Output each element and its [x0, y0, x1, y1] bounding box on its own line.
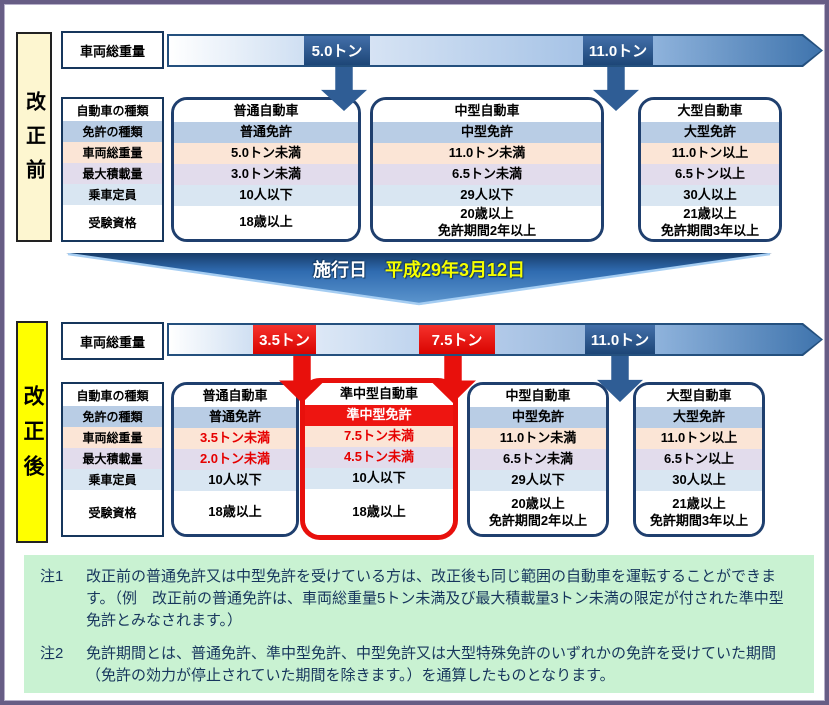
row-header-eligibility: 受験資格	[63, 490, 162, 535]
vehicle-eligibility: 21歳以上 免許期間3年以上	[641, 206, 779, 239]
bar-marker-11t: 11.0トン	[585, 325, 655, 354]
weight-bar-before: 5.0トン 11.0トン	[167, 34, 823, 67]
note-2: 注2 免許期間とは、普通免許、準中型免許、中型免許又は大型特殊免許のいずれかの免…	[40, 643, 798, 687]
vehicle-eligibility: 20歳以上 免許期間2年以上	[470, 491, 606, 534]
vehicle-name: 準中型自動車	[305, 383, 453, 405]
vehicle-capacity: 10人以下	[305, 468, 453, 489]
weight-bar-after: 3.5トン 7.5トン 11.0トン	[167, 323, 823, 356]
vehicle-name: 大型自動車	[641, 100, 779, 122]
vehicle-capacity: 29人以下	[373, 185, 601, 206]
row-header-gvw: 車両総重量	[63, 142, 162, 163]
note-label: 注1	[40, 568, 64, 585]
row-header-column-after: 自動車の種類免許の種類車両総重量最大積載量乗車定員受験資格	[61, 382, 164, 537]
weight-bar-border: 3.5トン 7.5トン 11.0トン	[167, 323, 823, 356]
bar-segment-light	[169, 325, 253, 354]
vehicle-license: 中型免許	[373, 122, 601, 143]
note-text: 改正前の普通免許又は中型免許を受けている方は、改正後も同じ範囲の自動車を運転する…	[86, 568, 784, 629]
vehicle-eligibility: 18歳以上	[174, 206, 358, 239]
vehicle-name: 普通自動車	[174, 385, 296, 407]
vehicle-gvw: 3.5トン未満	[174, 428, 296, 449]
bar-marker-7-5t: 7.5トン	[419, 325, 495, 354]
banner-date: 平成29年3月12日	[384, 260, 526, 280]
row-header-column-before: 自動車の種類免許の種類車両総重量最大積載量乗車定員受験資格	[61, 97, 164, 242]
note-text: 免許期間とは、普通免許、準中型免許、中型免許又は大型特殊免許のいずれかの免許を受…	[86, 645, 777, 684]
enforcement-banner: 施行日平成29年3月12日	[66, 253, 772, 307]
vehicle-license: 普通免許	[174, 407, 296, 428]
bar-marker-5t: 5.0トン	[304, 36, 370, 65]
vehicle-license: 大型免許	[641, 122, 779, 143]
vehicle-gvw: 11.0トン以上	[641, 143, 779, 164]
bar-marker-3-5t: 3.5トン	[253, 325, 316, 354]
vehicle-license: 普通免許	[174, 122, 358, 143]
vehicle-gvw: 11.0トン未満	[470, 428, 606, 449]
vehicle-name: 中型自動車	[373, 100, 601, 122]
vehicle-license: 準中型免許	[305, 405, 453, 426]
row-header-gvw: 車両総重量	[63, 427, 162, 448]
vehicle-gvw: 11.0トン未満	[373, 143, 601, 164]
row-header-name: 自動車の種類	[63, 384, 162, 406]
bar-marker-11t: 11.0トン	[583, 36, 653, 65]
note-1: 注1 改正前の普通免許又は中型免許を受けている方は、改正後も同じ範囲の自動車を運…	[40, 566, 798, 631]
vehicle-payload: 4.5トン未満	[305, 447, 453, 468]
vehicle-payload: 6.5トン未満	[470, 449, 606, 470]
vehicle-payload: 3.0トン未満	[174, 164, 358, 185]
vehicle-capacity: 10人以下	[174, 185, 358, 206]
bar-segment-light	[169, 36, 304, 65]
row-header-capacity: 乗車定員	[63, 469, 162, 490]
vehicle-eligibility: 20歳以上 免許期間2年以上	[373, 206, 601, 239]
notes-panel: 注1 改正前の普通免許又は中型免許を受けている方は、改正後も同じ範囲の自動車を運…	[24, 555, 814, 693]
vehicle-capacity: 29人以下	[470, 470, 606, 491]
section-label-after: 改正後	[16, 321, 48, 543]
bar-segment-mid	[370, 36, 583, 65]
row-header-license: 免許の種類	[63, 406, 162, 427]
section-label-before: 改正前	[16, 32, 52, 242]
vehicle-gvw: 11.0トン以上	[636, 428, 762, 449]
vehicle-license: 中型免許	[470, 407, 606, 428]
bar-segment-tail	[655, 325, 821, 354]
vehicle-eligibility: 18歳以上	[174, 491, 296, 534]
vehicle-name: 普通自動車	[174, 100, 358, 122]
row-header-eligibility: 受験資格	[63, 205, 162, 240]
vehicle-payload: 6.5トン未満	[373, 164, 601, 185]
row-header-name: 自動車の種類	[63, 99, 162, 121]
banner-text: 施行日平成29年3月12日	[66, 256, 772, 282]
row-header-payload: 最大積載量	[63, 163, 162, 184]
vehicle-payload: 2.0トン未満	[174, 449, 296, 470]
vehicle-capacity: 30人以上	[636, 470, 762, 491]
weight-bar-border: 5.0トン 11.0トン	[167, 34, 823, 67]
bar-segment-tail	[653, 36, 821, 65]
row-header-capacity: 乗車定員	[63, 184, 162, 205]
row-header-payload: 最大積載量	[63, 448, 162, 469]
banner-label: 施行日	[312, 260, 367, 280]
vehicle-gvw: 7.5トン未満	[305, 426, 453, 447]
vehicle-capacity: 10人以下	[174, 470, 296, 491]
vehicle-license: 大型免許	[636, 407, 762, 428]
vehicle-payload: 6.5トン以上	[641, 164, 779, 185]
vehicle-eligibility: 18歳以上	[305, 489, 453, 535]
axis-label-before: 車両総重量	[61, 31, 164, 69]
axis-label-after: 車両総重量	[61, 322, 164, 360]
bar-segment-medblue	[495, 325, 585, 354]
bar-segment-lightblue	[316, 325, 419, 354]
vehicle-gvw: 5.0トン未満	[174, 143, 358, 164]
vehicle-name: 中型自動車	[470, 385, 606, 407]
banner-chevron-shape	[66, 253, 772, 306]
row-header-license: 免許の種類	[63, 121, 162, 142]
vehicle-eligibility: 21歳以上 免許期間3年以上	[636, 491, 762, 534]
vehicle-name: 大型自動車	[636, 385, 762, 407]
vehicle-capacity: 30人以上	[641, 185, 779, 206]
note-label: 注2	[40, 645, 64, 663]
vehicle-payload: 6.5トン以上	[636, 449, 762, 470]
